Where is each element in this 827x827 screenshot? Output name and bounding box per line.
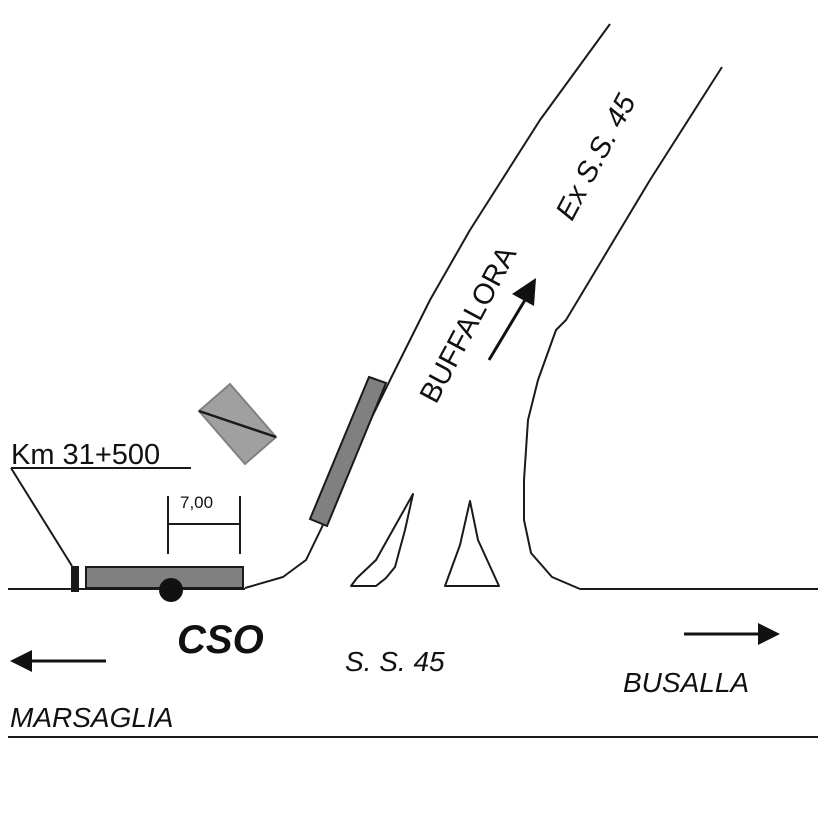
- dimension-label: 7,00: [180, 493, 213, 512]
- km-marker-label: Km 31+500: [11, 439, 160, 471]
- traffic-island-left: [350, 493, 414, 587]
- km-leader-line: [10, 467, 73, 567]
- arrow-right-icon: [684, 623, 780, 645]
- arrow-up-right-icon: [487, 278, 536, 361]
- branch-road-left-edge: [244, 23, 611, 589]
- branch-road-right-edge: [523, 66, 723, 590]
- km-marker-post: [71, 566, 79, 592]
- lay-by-branch: [308, 375, 388, 528]
- destination-right-label: BUSALLA: [623, 667, 749, 698]
- traffic-sign-icon: [197, 382, 278, 466]
- destination-left-label: MARSAGLIA: [10, 702, 173, 733]
- station-label: CSO: [177, 618, 264, 662]
- traffic-island-center: [444, 500, 500, 587]
- filled-circle-icon: [159, 578, 183, 602]
- dimension-indicator: [167, 496, 241, 554]
- branch-road-ref-label: Ex S.S. 45: [550, 89, 643, 226]
- arrow-left-icon: [10, 650, 106, 672]
- main-road-label: S. S. 45: [345, 646, 445, 677]
- branch-road-name-label: BUFFALORA: [414, 240, 524, 408]
